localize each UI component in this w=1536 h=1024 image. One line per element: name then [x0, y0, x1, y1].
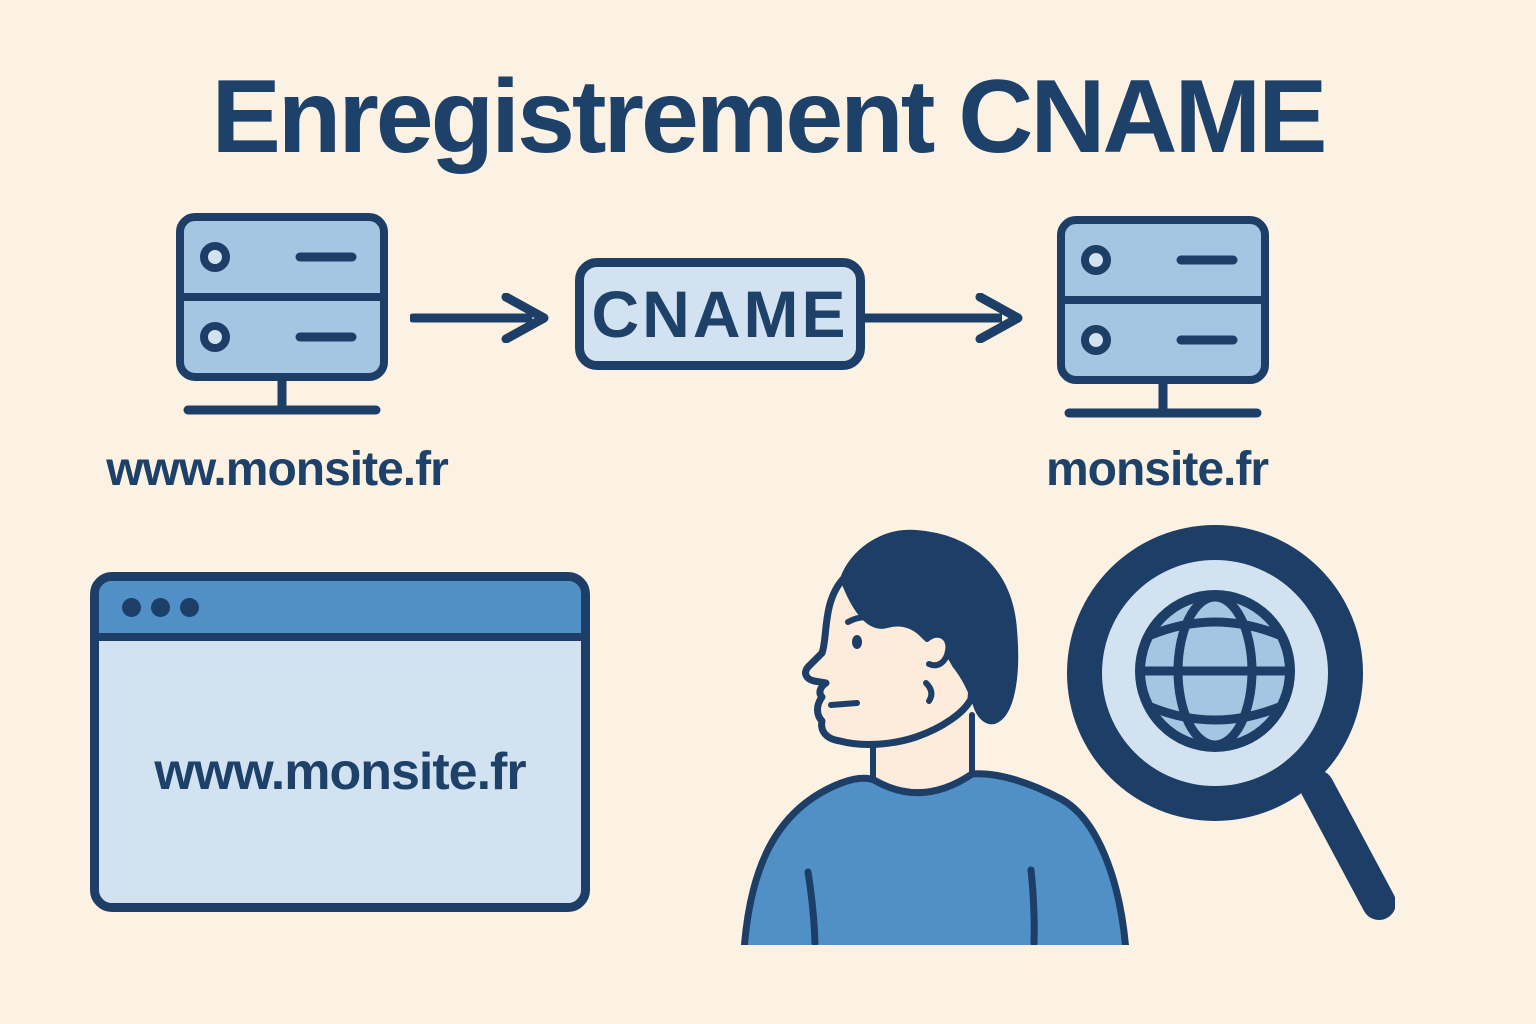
magnifier-globe-icon: [1067, 525, 1395, 920]
server-icon: [176, 213, 388, 415]
page-title: Enregistrement CNAME: [211, 59, 1327, 175]
server-icon: [1057, 216, 1269, 418]
browser-content: www.monsite.fr: [99, 641, 581, 903]
source-server-label: www.monsite.fr: [106, 443, 449, 496]
browser-window-icon: www.monsite.fr: [90, 572, 590, 912]
browser-titlebar: [99, 581, 581, 641]
cname-record-label: CNAME: [591, 277, 849, 351]
globe-icon: [1135, 590, 1295, 752]
person-profile-icon: [741, 529, 1129, 945]
cname-record-box: CNAME: [575, 258, 865, 370]
window-dot: [180, 597, 199, 617]
target-server-label: monsite.fr: [1045, 443, 1269, 496]
arrow-right-icon: [410, 293, 549, 343]
browser-url-text: www.monsite.fr: [154, 743, 526, 801]
window-dot: [151, 597, 170, 617]
window-dot: [122, 597, 141, 617]
arrow-right-icon: [864, 293, 1023, 343]
